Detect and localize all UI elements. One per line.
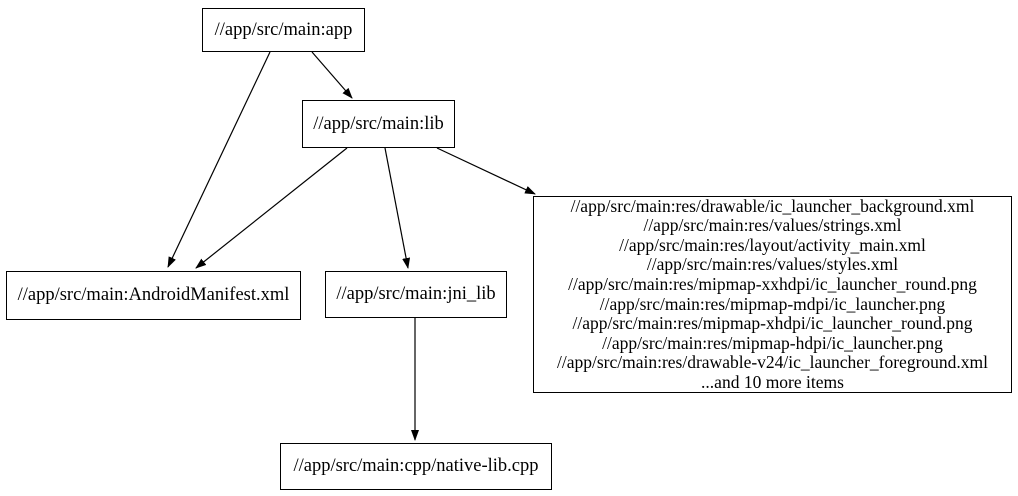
node-native-lib-cpp-label: //app/src/main:cpp/native-lib.cpp <box>293 456 539 477</box>
edge-lib-to-android-manifest <box>195 147 348 269</box>
res-file-line: //app/src/main:res/mipmap-mdpi/ic_launch… <box>599 293 946 314</box>
edge-lib-to-jni-lib <box>384 147 411 269</box>
res-file-line: //app/src/main:res/drawable-v24/ic_launc… <box>556 352 989 373</box>
res-file-line: //app/src/main:res/mipmap-xxhdpi/ic_laun… <box>568 273 977 294</box>
res-file-line: //app/src/main:res/layout/activity_main.… <box>619 234 926 255</box>
node-res-file-group: //app/src/main:res/drawable/ic_launcher_… <box>533 196 1012 393</box>
node-jni-lib: //app/src/main:jni_lib <box>325 271 507 318</box>
node-android-manifest-label: //app/src/main:AndroidManifest.xml <box>17 285 290 306</box>
node-app-label: //app/src/main:app <box>214 19 353 40</box>
res-file-line: //app/src/main:res/mipmap-hdpi/ic_launch… <box>602 332 943 353</box>
edge-app-to-android-manifest <box>167 51 271 268</box>
res-file-line: //app/src/main:res/drawable/ic_launcher_… <box>570 195 975 216</box>
res-more-items-line: ...and 10 more items <box>701 371 844 392</box>
node-app: //app/src/main:app <box>202 8 365 52</box>
res-file-line: //app/src/main:res/mipmap-xhdpi/ic_launc… <box>572 313 973 334</box>
res-file-line: //app/src/main:res/values/styles.xml <box>646 254 899 275</box>
node-jni-lib-label: //app/src/main:jni_lib <box>336 284 496 305</box>
node-lib-label: //app/src/main:lib <box>313 113 444 134</box>
node-native-lib-cpp: //app/src/main:cpp/native-lib.cpp <box>280 443 552 490</box>
res-file-line: //app/src/main:res/values/strings.xml <box>643 215 902 236</box>
edge-app-to-lib <box>311 51 353 99</box>
node-android-manifest: //app/src/main:AndroidManifest.xml <box>6 271 301 320</box>
edge-lib-to-res-group <box>436 147 536 195</box>
node-lib: //app/src/main:lib <box>302 100 455 148</box>
